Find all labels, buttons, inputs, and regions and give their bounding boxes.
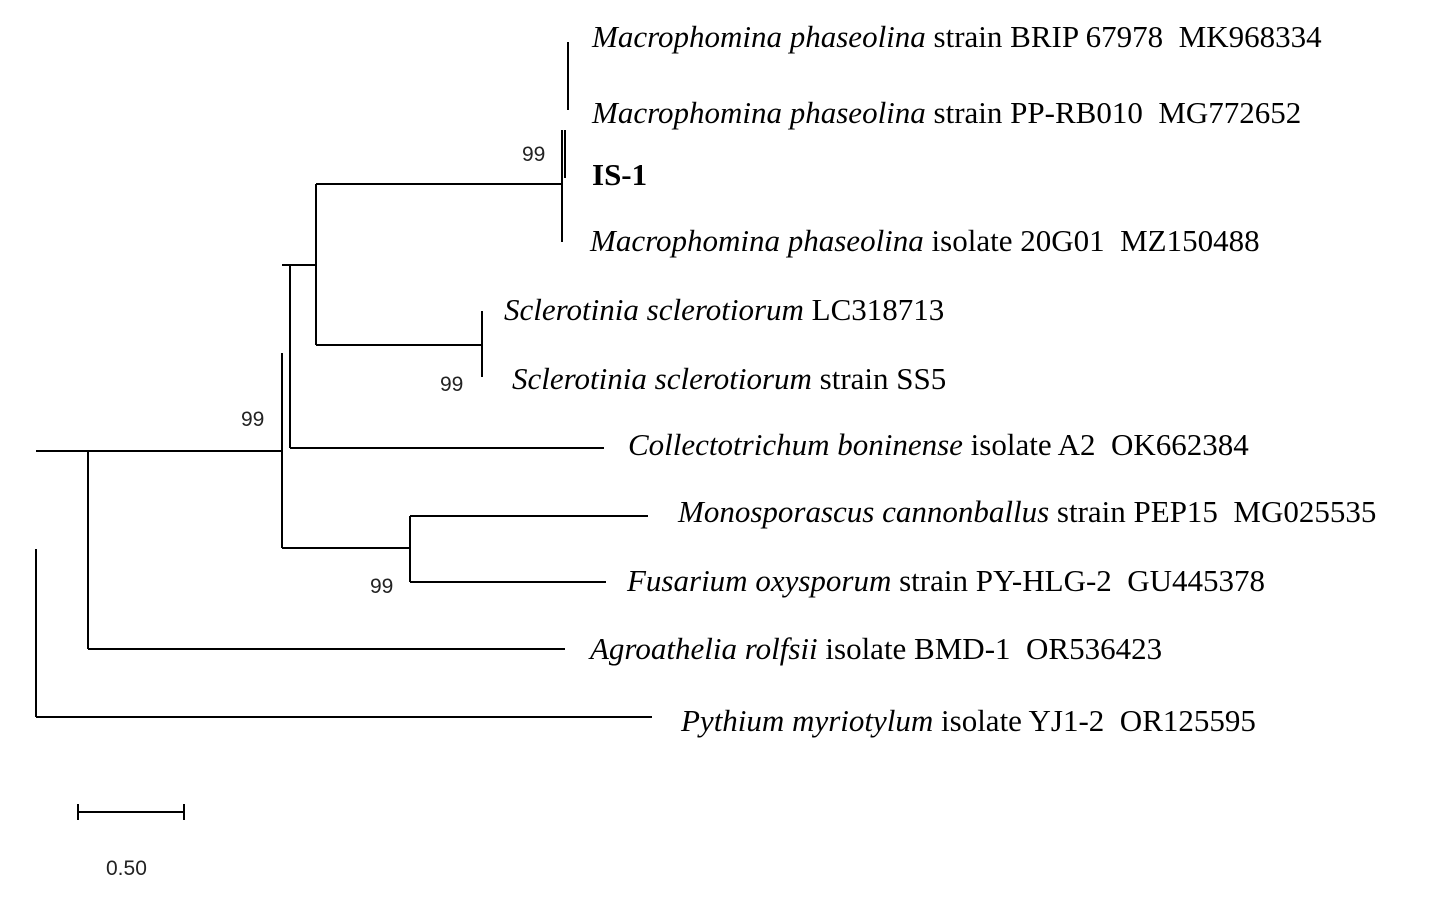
taxon-label-mp3: Macrophomina phaseolina isolate 20G01 MZ… — [589, 223, 1260, 258]
taxon-species-mp1: Macrophomina phaseolina — [591, 19, 926, 54]
tree-branches — [35, 42, 652, 718]
taxon-detail-ar: isolate BMD-1 OR536423 — [818, 631, 1162, 666]
taxon-label-ss1: Sclerotinia sclerotiorum LC318713 — [504, 292, 944, 327]
bootstrap-monosporascus-fusarium: 99 — [370, 575, 393, 598]
taxon-label-mp1: Macrophomina phaseolina strain BRIP 6797… — [591, 19, 1322, 54]
bootstrap-sclerotinia: 99 — [440, 373, 463, 396]
taxon-species-mp2: Macrophomina phaseolina — [591, 95, 926, 130]
taxon-species-fo: Fusarium oxysporum — [626, 563, 891, 598]
taxon-species-ss2: Sclerotinia sclerotiorum — [512, 361, 812, 396]
taxon-labels: Macrophomina phaseolina strain BRIP 6797… — [504, 19, 1376, 738]
taxon-detail-ss1: LC318713 — [804, 292, 944, 327]
taxon-label-ar: Agroathelia rolfsii isolate BMD-1 OR5364… — [588, 631, 1162, 666]
bootstrap-values: 99 99 99 99 — [241, 143, 545, 598]
taxon-species-mp3: Macrophomina phaseolina — [589, 223, 924, 258]
taxon-label-pm: Pythium myriotylum isolate YJ1-2 OR12559… — [680, 703, 1256, 738]
taxon-label-cb: Collectotrichum boninense isolate A2 OK6… — [628, 427, 1249, 462]
taxon-label-mc: Monosporascus cannonballus strain PEP15 … — [677, 494, 1376, 529]
taxon-label-is1: IS-1 — [592, 157, 647, 192]
taxon-detail-mp1: strain BRIP 67978 MK968334 — [926, 19, 1322, 54]
taxon-detail-mp3: isolate 20G01 MZ150488 — [924, 223, 1260, 258]
bootstrap-macrophomina: 99 — [522, 143, 545, 166]
taxon-detail-mc: strain PEP15 MG025535 — [1049, 494, 1376, 529]
taxon-label-mp2: Macrophomina phaseolina strain PP-RB010 … — [591, 95, 1301, 130]
scale-bar: 0.50 — [77, 804, 185, 880]
taxon-detail-pm: isolate YJ1-2 OR125595 — [933, 703, 1256, 738]
taxon-species-ar: Agroathelia rolfsii — [588, 631, 818, 666]
taxon-species-ss1: Sclerotinia sclerotiorum — [504, 292, 804, 327]
taxon-species-mc: Monosporascus cannonballus — [677, 494, 1049, 529]
taxon-label-ss2: Sclerotinia sclerotiorum strain SS5 — [512, 361, 946, 396]
taxon-species-cb: Collectotrichum boninense — [628, 427, 963, 462]
bootstrap-core: 99 — [241, 408, 264, 431]
taxon-detail-mp2: strain PP-RB010 MG772652 — [926, 95, 1301, 130]
scale-bar-label: 0.50 — [106, 857, 147, 880]
taxon-detail-cb: isolate A2 OK662384 — [963, 427, 1249, 462]
taxon-species-pm: Pythium myriotylum — [680, 703, 933, 738]
taxon-detail-ss2: strain SS5 — [812, 361, 946, 396]
taxon-detail-is1: IS-1 — [592, 157, 647, 192]
taxon-detail-fo: strain PY-HLG-2 GU445378 — [891, 563, 1265, 598]
taxon-label-fo: Fusarium oxysporum strain PY-HLG-2 GU445… — [626, 563, 1265, 598]
